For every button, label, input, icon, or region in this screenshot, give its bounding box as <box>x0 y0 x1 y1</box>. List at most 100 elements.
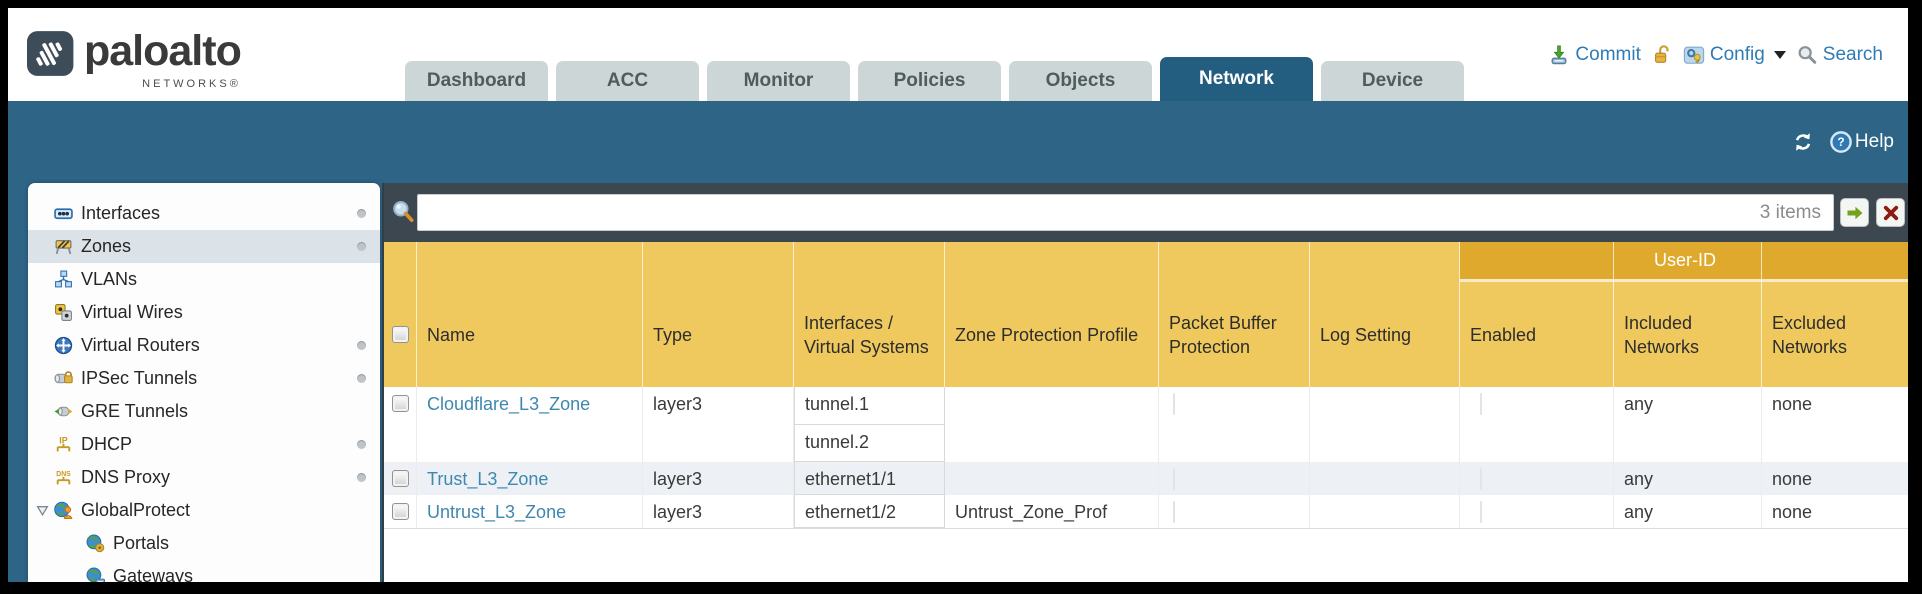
zone-name-link[interactable]: Trust_L3_Zone <box>427 469 549 489</box>
search-button[interactable]: Search <box>1796 44 1883 66</box>
expander-triangle-icon[interactable] <box>36 504 49 517</box>
column-header-enabled[interactable]: Enabled <box>1460 242 1614 387</box>
sidebar-item-portals[interactable]: Portals <box>28 527 380 560</box>
column-header-included-networks[interactable]: Included Networks <box>1614 242 1762 387</box>
packet-buffer-protection-checkbox[interactable] <box>1173 501 1175 523</box>
column-header-type[interactable]: Type <box>643 242 794 387</box>
sidebar-item-globalprotect[interactable]: GlobalProtect <box>28 494 380 527</box>
interface-entry: ethernet1/2 <box>795 495 944 528</box>
globalprotect-icon <box>54 501 73 519</box>
sidebar-item-label: Virtual Routers <box>81 335 200 355</box>
apply-filter-button[interactable] <box>1840 198 1869 227</box>
sidebar-item-vlans[interactable]: VLANs <box>28 263 380 296</box>
config-label: Config <box>1709 43 1765 65</box>
lock-icon[interactable] <box>1651 44 1673 66</box>
filter-input[interactable] <box>418 195 1760 230</box>
user-id-enabled-checkbox[interactable] <box>1480 393 1482 415</box>
zone-protection-profile-cell <box>945 462 1159 495</box>
column-header-excluded-networks[interactable]: Excluded Networks <box>1772 312 1848 357</box>
column-header-log-setting[interactable]: Log Setting <box>1310 242 1460 387</box>
sidebar-item-zones[interactable]: Zones <box>28 230 380 263</box>
chevron-down-icon <box>1773 50 1786 59</box>
packet-buffer-protection-cell <box>1159 495 1310 528</box>
tab-policies[interactable]: Policies <box>858 61 1001 101</box>
column-header-name[interactable]: Name <box>417 242 643 387</box>
sidebar-item-label: GRE Tunnels <box>81 401 189 421</box>
zones-table-header: Name Type Interfaces / Virtual Systems Z… <box>384 242 1908 387</box>
ipsec-tunnels-icon <box>54 371 73 384</box>
user-id-enabled-cell <box>1460 387 1614 462</box>
filter-search-icon <box>393 201 414 222</box>
column-header-zone-protection-profile[interactable]: Zone Protection Profile <box>945 242 1159 387</box>
brand-subtext: NETWORKS® <box>142 78 241 90</box>
status-dot <box>357 473 366 482</box>
sidebar-item-virtual-routers[interactable]: Virtual Routers <box>28 329 380 362</box>
included-networks-cell: any <box>1614 387 1762 462</box>
packet-buffer-protection-checkbox[interactable] <box>1173 393 1175 415</box>
config-menu[interactable]: Config <box>1683 44 1786 66</box>
gre-tunnels-icon <box>54 406 73 417</box>
tab-network[interactable]: Network <box>1160 57 1313 101</box>
column-header-packet-buffer-protection[interactable]: Packet Buffer Protection <box>1159 242 1310 387</box>
column-header-interfaces[interactable]: Interfaces / Virtual Systems <box>794 242 945 387</box>
tab-acc[interactable]: ACC <box>556 61 699 101</box>
tab-monitor[interactable]: Monitor <box>707 61 850 101</box>
user-id-group-header: User-ID <box>1460 242 1908 282</box>
tab-objects[interactable]: Objects <box>1009 61 1152 101</box>
log-setting-cell <box>1310 495 1460 528</box>
row-checkbox[interactable] <box>391 395 409 412</box>
sidebar-item-label: Interfaces <box>81 203 161 223</box>
clear-filter-button[interactable] <box>1876 198 1905 227</box>
user-id-enabled-checkbox[interactable] <box>1480 468 1482 490</box>
interface-entry: tunnel.1 <box>795 387 944 425</box>
virtual-routers-icon <box>54 336 73 355</box>
sidebar-item-gre-tunnels[interactable]: GRE Tunnels <box>28 395 380 428</box>
status-dot <box>357 374 366 383</box>
search-label: Search <box>1822 43 1883 65</box>
zone-name-cell: Trust_L3_Zone <box>417 462 643 495</box>
excluded-networks-cell: none <box>1772 469 1813 489</box>
user-id-column-group: User-ID Enabled Included Networks Exclud… <box>1460 242 1908 387</box>
refresh-icon[interactable] <box>1792 131 1814 153</box>
brand-wordmark: paloalto <box>84 27 242 75</box>
row-checkbox[interactable] <box>391 470 409 487</box>
user-id-enabled-checkbox[interactable] <box>1480 501 1482 523</box>
status-dot <box>357 209 366 218</box>
zone-type-cell: layer3 <box>643 495 794 528</box>
sidebar-item-interfaces[interactable]: Interfaces <box>28 197 380 230</box>
zone-protection-profile-cell: Untrust_Zone_Prof <box>945 495 1159 528</box>
tab-device[interactable]: Device <box>1321 61 1464 101</box>
status-dot <box>357 341 366 350</box>
zone-name-link[interactable]: Untrust_L3_Zone <box>427 502 567 522</box>
log-setting-cell <box>1310 387 1460 462</box>
sidebar-item-label: VLANs <box>81 269 138 289</box>
sidebar-item-ipsec-tunnels[interactable]: IPSec Tunnels <box>28 362 380 395</box>
top-actions: Commit Config <box>1548 8 1883 101</box>
sidebar-item-gateways[interactable]: Gateways <box>28 560 380 582</box>
select-all-checkbox[interactable] <box>391 326 409 343</box>
zone-name-link[interactable]: Cloudflare_L3_Zone <box>427 394 591 414</box>
row-checkbox[interactable] <box>391 503 409 520</box>
commit-button[interactable]: Commit <box>1548 44 1641 66</box>
table-empty-area <box>384 528 1908 529</box>
select-all-checkbox-cell <box>384 242 417 387</box>
content-panel: 3 items Name Type <box>382 183 1908 582</box>
search-icon <box>1798 45 1817 64</box>
svg-text:IP: IP <box>59 435 67 445</box>
interfaces-icon <box>54 208 73 220</box>
help-button[interactable]: ? Help <box>1830 131 1894 153</box>
paloalto-logo: paloalto NETWORKS® <box>27 26 242 90</box>
tab-dashboard[interactable]: Dashboard <box>405 61 548 101</box>
sidebar-item-virtual-wires[interactable]: Virtual Wires <box>28 296 380 329</box>
paloalto-logo-icon <box>27 31 74 76</box>
packet-buffer-protection-checkbox[interactable] <box>1173 468 1175 490</box>
